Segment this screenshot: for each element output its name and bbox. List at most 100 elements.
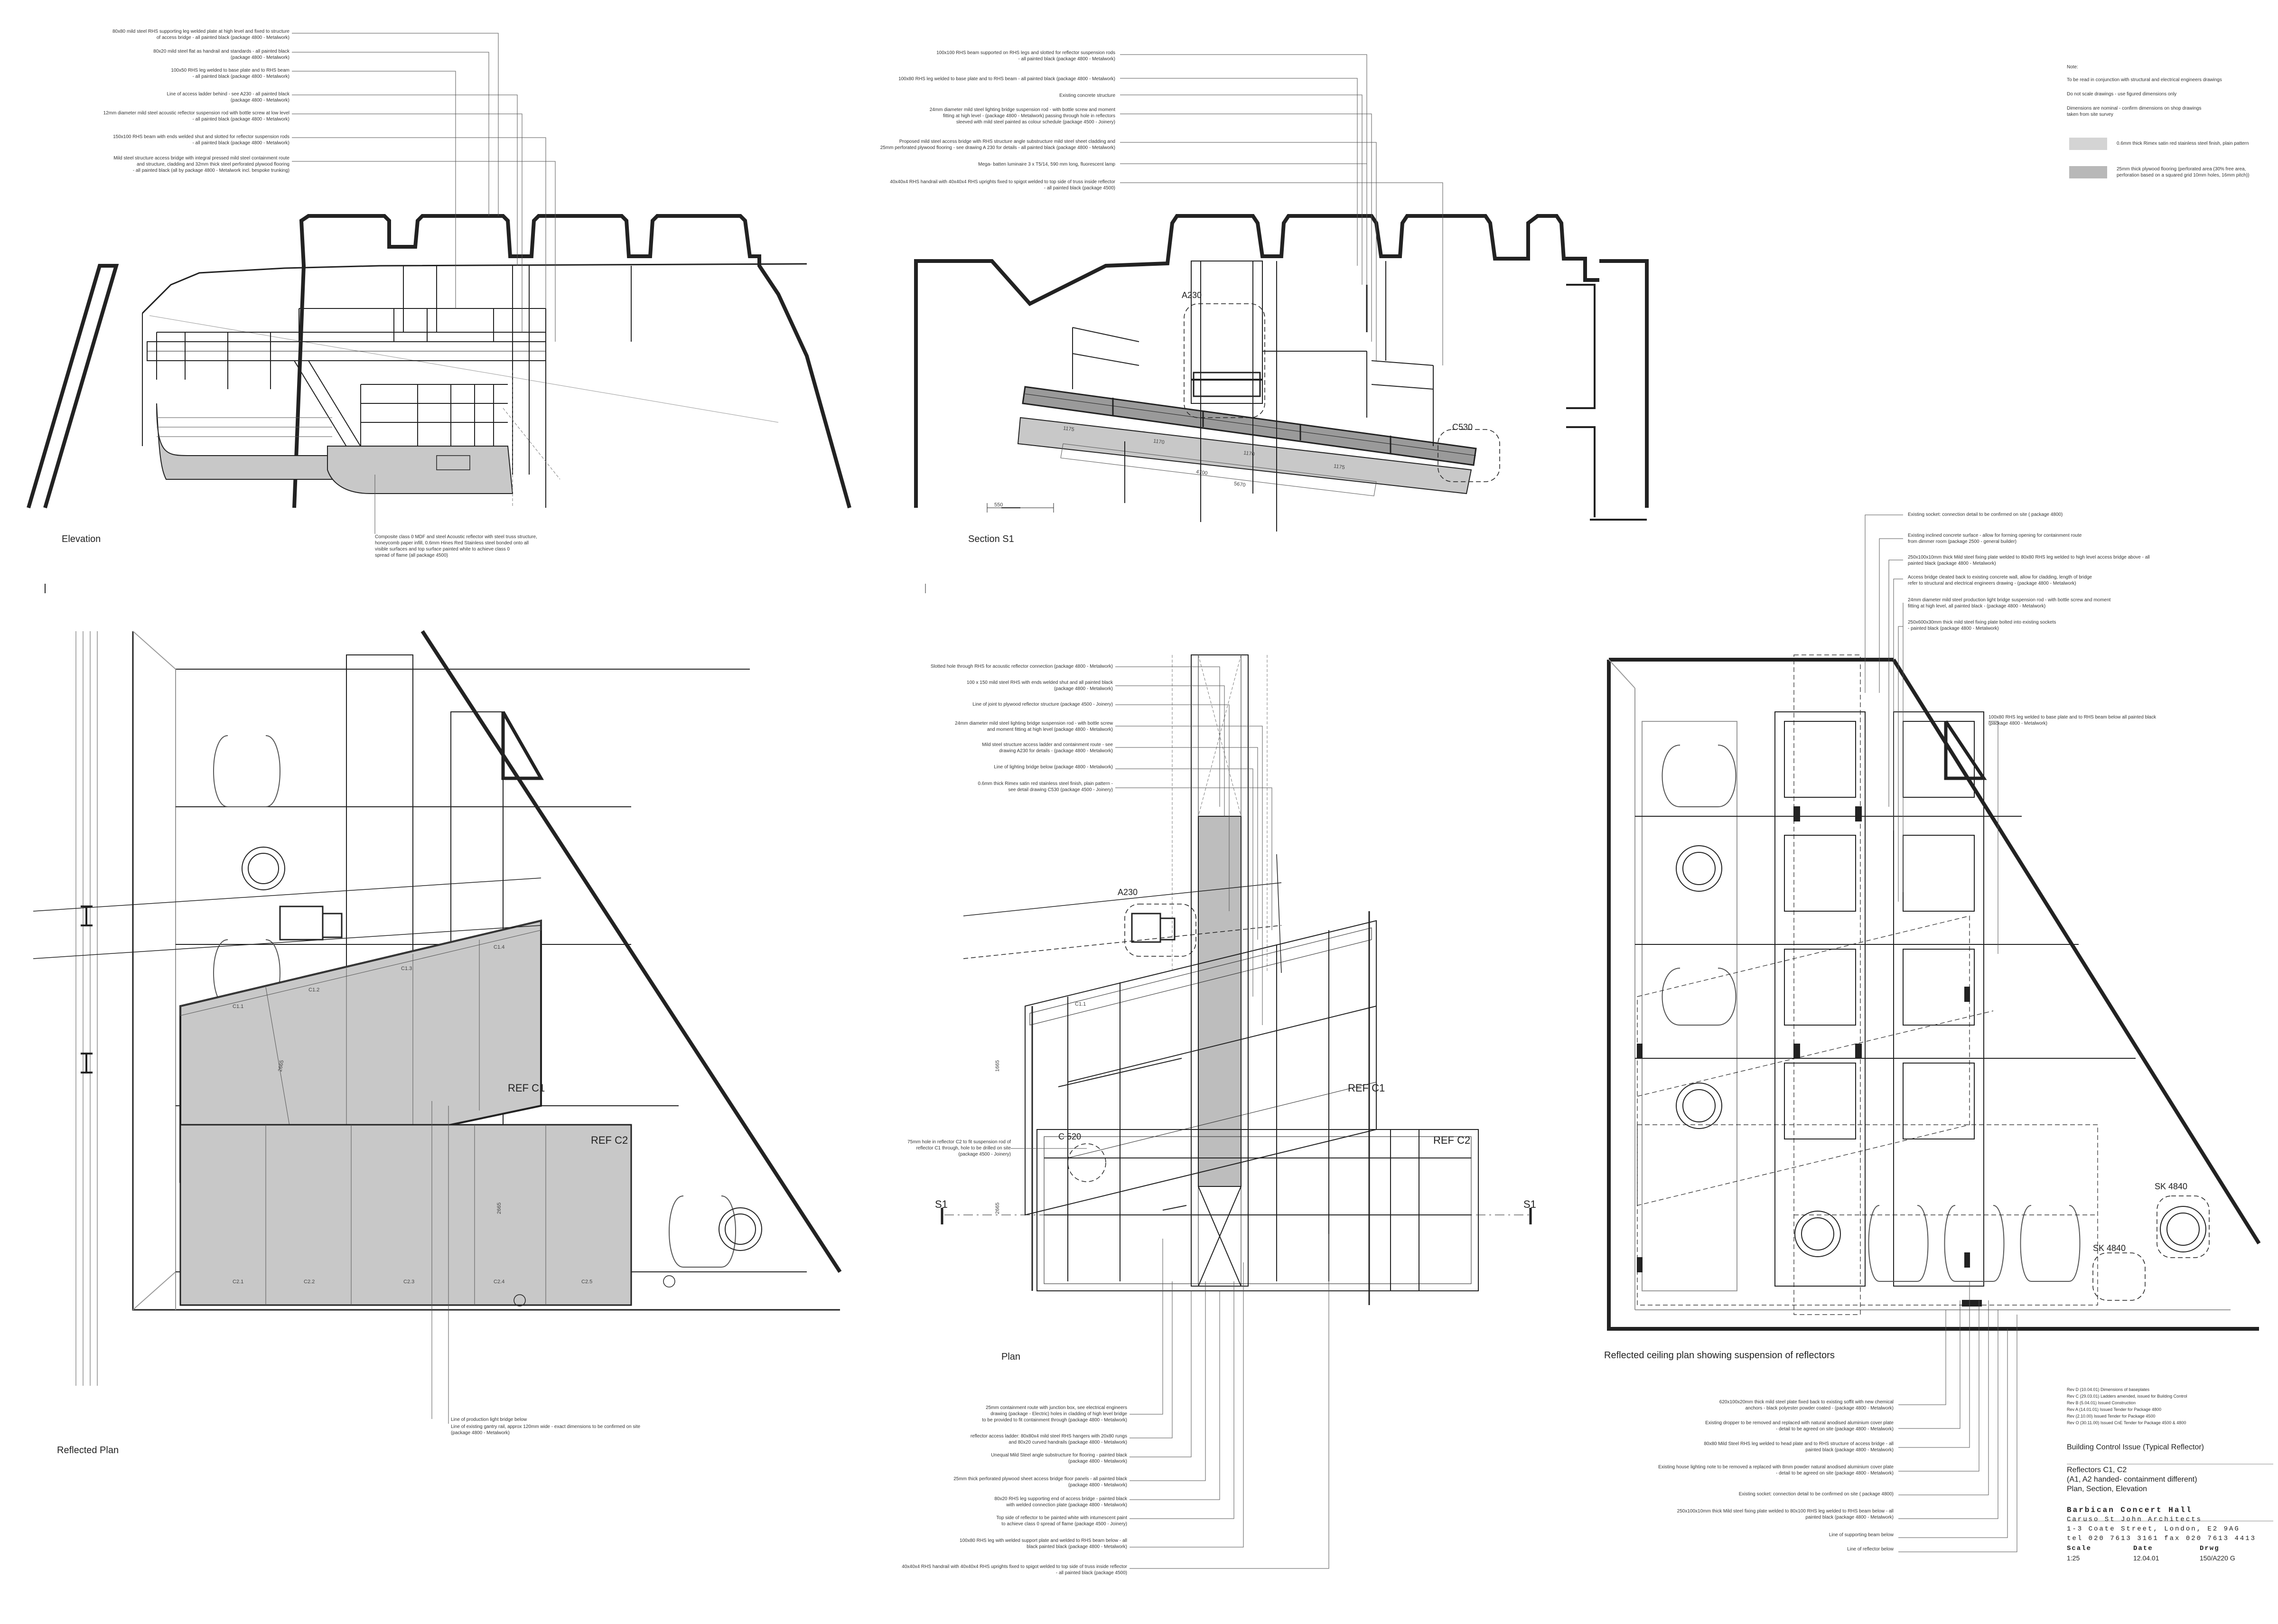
drwg-value: 150/A220 G bbox=[2200, 1554, 2235, 1562]
panel-label: C2.2 bbox=[304, 1279, 315, 1285]
dimension: 1665 bbox=[995, 1060, 1001, 1072]
revision-line: Rev A (14.01.01) Issued Tender for Packa… bbox=[2067, 1407, 2161, 1412]
elevation-title: Elevation bbox=[62, 534, 101, 544]
plan-title: Plan bbox=[1001, 1352, 1021, 1362]
section-title: Section S1 bbox=[968, 534, 1014, 544]
note-elevation: 80x20 mild steel flat as handrail and st… bbox=[153, 49, 289, 60]
tag-c520-plan: C 520 bbox=[1058, 1132, 1082, 1141]
note-plan-bottom: 25mm containment route with junction box… bbox=[982, 1405, 1127, 1423]
revision-line: Rev O (30.11.00) Issued CnE Tender for P… bbox=[2067, 1420, 2186, 1425]
general-note: Dimensions are nominal - confirm dimensi… bbox=[2067, 106, 2202, 117]
note-ceiling-bottom: Line of reflector below bbox=[1847, 1547, 1894, 1552]
note-section: 100x100 RHS beam supported on RHS legs a… bbox=[936, 50, 1115, 62]
note-plan: 100 x 150 mild steel RHS with ends welde… bbox=[967, 680, 1113, 691]
legend-swatch-plywood bbox=[2069, 166, 2107, 178]
note-plan-bottom: 40x40x4 RHS handrail with 40x40x4 RHS up… bbox=[902, 1564, 1127, 1576]
date-value: 12.04.01 bbox=[2133, 1554, 2159, 1562]
note-plan-bottom: reflector access ladder: 80x80x4 mild st… bbox=[970, 1434, 1127, 1445]
panel-label: C2.3 bbox=[403, 1279, 415, 1285]
general-note: Note: bbox=[2067, 65, 2078, 70]
note-ceiling-bottom: Existing socket: connection detail to be… bbox=[1738, 1492, 1894, 1497]
note-ceiling-bottom: 80x80 Mild Steel RHS leg welded to head … bbox=[1704, 1441, 1894, 1453]
plan-view bbox=[941, 654, 1533, 1569]
note-ceiling: 250x600x30mm thick mild steel fixing pla… bbox=[1908, 620, 2056, 631]
project-name: Barbican Concert Hall bbox=[2067, 1506, 2193, 1514]
tag-ref-c1-left: REF C1 bbox=[508, 1082, 545, 1094]
revision-line: Rev D (10.04.01) Dimensions of baseplate… bbox=[2067, 1387, 2150, 1392]
note-plan-hole: 75mm hole in reflector C2 to fit suspens… bbox=[907, 1139, 1011, 1157]
note-plan-bottom: 80x20 RHS leg supporting end of access b… bbox=[994, 1496, 1127, 1508]
scale-label: Scale bbox=[2067, 1545, 2092, 1552]
general-note: Do not scale drawings - use figured dime… bbox=[2067, 92, 2177, 97]
tag-sk-upper: SK 4840 bbox=[2155, 1182, 2188, 1191]
note-plan: 24mm diameter mild steel lighting bridge… bbox=[955, 721, 1113, 732]
note-plan-bottom: 100x80 RHS leg with welded support plate… bbox=[960, 1538, 1127, 1549]
note-reflected-plan: Line of production light bridge below bbox=[451, 1417, 527, 1422]
note-ceiling: Access bridge cleated back to existing c… bbox=[1908, 575, 2092, 586]
dimension: 550 bbox=[994, 502, 1003, 508]
note-plan-bottom: Top side of reflector to be painted whit… bbox=[996, 1515, 1127, 1527]
note-reflected-plan: Line of existing gantry rail, approx 120… bbox=[451, 1424, 641, 1436]
note-ceiling-leg: 100x80 RHS leg welded to base plate and … bbox=[1989, 715, 2156, 726]
note-ceiling-bottom: Line of supporting beam below bbox=[1829, 1532, 1894, 1538]
reflected-plan-view bbox=[33, 630, 842, 1424]
title-block-frame bbox=[2067, 1464, 2273, 1521]
scale-value: 1:25 bbox=[2067, 1554, 2080, 1562]
note-ceiling: 250x100x10mm thick Mild steel fixing pla… bbox=[1908, 555, 2150, 566]
firm-name: Caruso St John Architects bbox=[2067, 1516, 2203, 1523]
general-note: To be read in conjunction with structura… bbox=[2067, 77, 2222, 83]
section-view bbox=[914, 54, 1649, 593]
note-ceiling: Existing inclined concrete surface - all… bbox=[1908, 533, 2082, 544]
firm-phone: tel 020 7613 3161 fax 020 7613 4413 bbox=[2067, 1535, 2257, 1542]
drawing-views: Plan, Section, Elevation bbox=[2067, 1485, 2147, 1493]
note-elevation-reflector: Composite class 0 MDF and steel Acoustic… bbox=[375, 534, 537, 558]
note-section: Mega- batten luminaire 3 x T5/14, 590 mm… bbox=[978, 162, 1115, 167]
date-label: Date bbox=[2133, 1545, 2153, 1552]
note-ceiling-bottom: Existing house lighting note to be remov… bbox=[1658, 1465, 1894, 1476]
legend-swatch-stainless bbox=[2069, 138, 2107, 150]
note-ceiling-bottom: Existing dropper to be removed and repla… bbox=[1705, 1420, 1894, 1432]
note-ceiling: Existing socket: connection detail to be… bbox=[1908, 512, 2063, 517]
note-section: 40x40x4 RHS handrail with 40x40x4 RHS up… bbox=[890, 179, 1115, 191]
ceiling-plan-title: Reflected ceiling plan showing suspensio… bbox=[1604, 1350, 1835, 1361]
revision-line: Rev (2.10.00) Issued Tender for Package … bbox=[2067, 1414, 2156, 1419]
panel-label: C2.4 bbox=[494, 1279, 505, 1285]
tag-a230-section: A230 bbox=[1182, 290, 1202, 300]
tag-s1-right: S1 bbox=[1523, 1198, 1536, 1210]
revision-line: Rev C (29.03.01) Ladders amended, issued… bbox=[2067, 1394, 2187, 1399]
note-elevation: 100x50 RHS leg welded to base plate and … bbox=[171, 68, 289, 79]
note-plan-bottom: 25mm thick perforated plywood sheet acce… bbox=[953, 1476, 1127, 1488]
legend-label: 25mm thick plywood flooring (perforated … bbox=[2117, 167, 2250, 178]
dimension: 2665 bbox=[496, 1202, 503, 1214]
tag-a230-plan: A230 bbox=[1118, 887, 1138, 897]
note-plan: Mild steel structure access ladder and c… bbox=[982, 742, 1113, 754]
panel-label: C2.1 bbox=[233, 1279, 244, 1285]
note-plan: Slotted hole through RHS for acoustic re… bbox=[930, 664, 1113, 669]
note-elevation: 80x80 mild steel RHS supporting leg weld… bbox=[112, 29, 289, 40]
note-section: 24mm diameter mild steel lighting bridge… bbox=[929, 107, 1115, 125]
reflected-plan-title: Reflected Plan bbox=[57, 1445, 119, 1456]
legend-label: 0.6mm thick Rimex satin red stainless st… bbox=[2117, 141, 2249, 146]
note-plan: Line of lighting bridge below (package 4… bbox=[994, 765, 1113, 770]
elevation-view bbox=[27, 33, 851, 593]
panel-label: C2.5 bbox=[581, 1279, 593, 1285]
panel-label: C1.3 bbox=[401, 966, 412, 971]
tag-s1-left: S1 bbox=[935, 1198, 948, 1210]
drawing-title: Reflectors C1, C2 bbox=[2067, 1466, 2127, 1474]
tag-ref-c2-left: REF C2 bbox=[591, 1134, 628, 1146]
panel-label: C1.4 bbox=[494, 944, 505, 950]
panel-label: C1.1 bbox=[1075, 1001, 1086, 1007]
drawing-subtitle: (A1, A2 handed- containment different) bbox=[2067, 1475, 2197, 1484]
firm-address: 1-3 Coate Street, London, E2 9AG bbox=[2067, 1525, 2240, 1533]
revision-line: Rev B (5.04.01) Issued Construction bbox=[2067, 1400, 2136, 1405]
note-section: Proposed mild steel access bridge with R… bbox=[880, 139, 1115, 150]
note-section: Existing concrete structure bbox=[1059, 93, 1115, 98]
tag-c530-section: C530 bbox=[1452, 422, 1473, 432]
panel-label: C1.2 bbox=[308, 987, 320, 993]
tag-ref-c2-plan: REF C2 bbox=[1433, 1134, 1471, 1146]
note-ceiling: 24mm diameter mild steel production ligh… bbox=[1908, 597, 2111, 609]
note-elevation: 12mm diameter mild steel acoustic reflec… bbox=[103, 111, 289, 122]
note-elevation: Mild steel structure access bridge with … bbox=[113, 156, 289, 173]
note-plan: 0.6mm thick Rimex satin red stainless st… bbox=[978, 781, 1113, 793]
note-elevation: Line of access ladder behind - see A230 … bbox=[167, 92, 289, 103]
